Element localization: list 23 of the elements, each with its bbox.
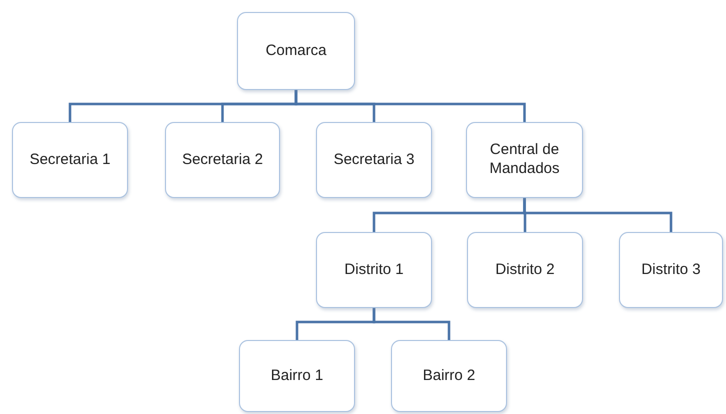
- box-label: Distrito 1: [344, 260, 404, 280]
- connector-line: [294, 90, 526, 122]
- box-label: Secretaria 2: [182, 150, 263, 170]
- box-label: Distrito 3: [641, 260, 701, 280]
- box-label: Comarca: [266, 42, 326, 60]
- box-label: Secretaria 3: [334, 150, 414, 170]
- org-box: [391, 340, 507, 412]
- org-box: [316, 122, 432, 198]
- org-box: [239, 340, 355, 412]
- box-label: Central de Mandados: [488, 141, 561, 179]
- org-box: [619, 232, 723, 308]
- box-label: Secretaria 1: [30, 150, 110, 170]
- box-label: Bairro 1: [270, 366, 324, 386]
- box-label: Bairro 2: [422, 366, 476, 386]
- box-label: Distrito 2: [495, 260, 555, 280]
- org-box: [466, 122, 583, 198]
- org-box: [165, 122, 280, 198]
- connector-line: [372, 308, 450, 340]
- org-box: [237, 12, 355, 90]
- connector-line: [523, 198, 672, 232]
- org-box: [12, 122, 128, 198]
- org-box: [316, 232, 432, 308]
- org-box: [467, 232, 583, 308]
